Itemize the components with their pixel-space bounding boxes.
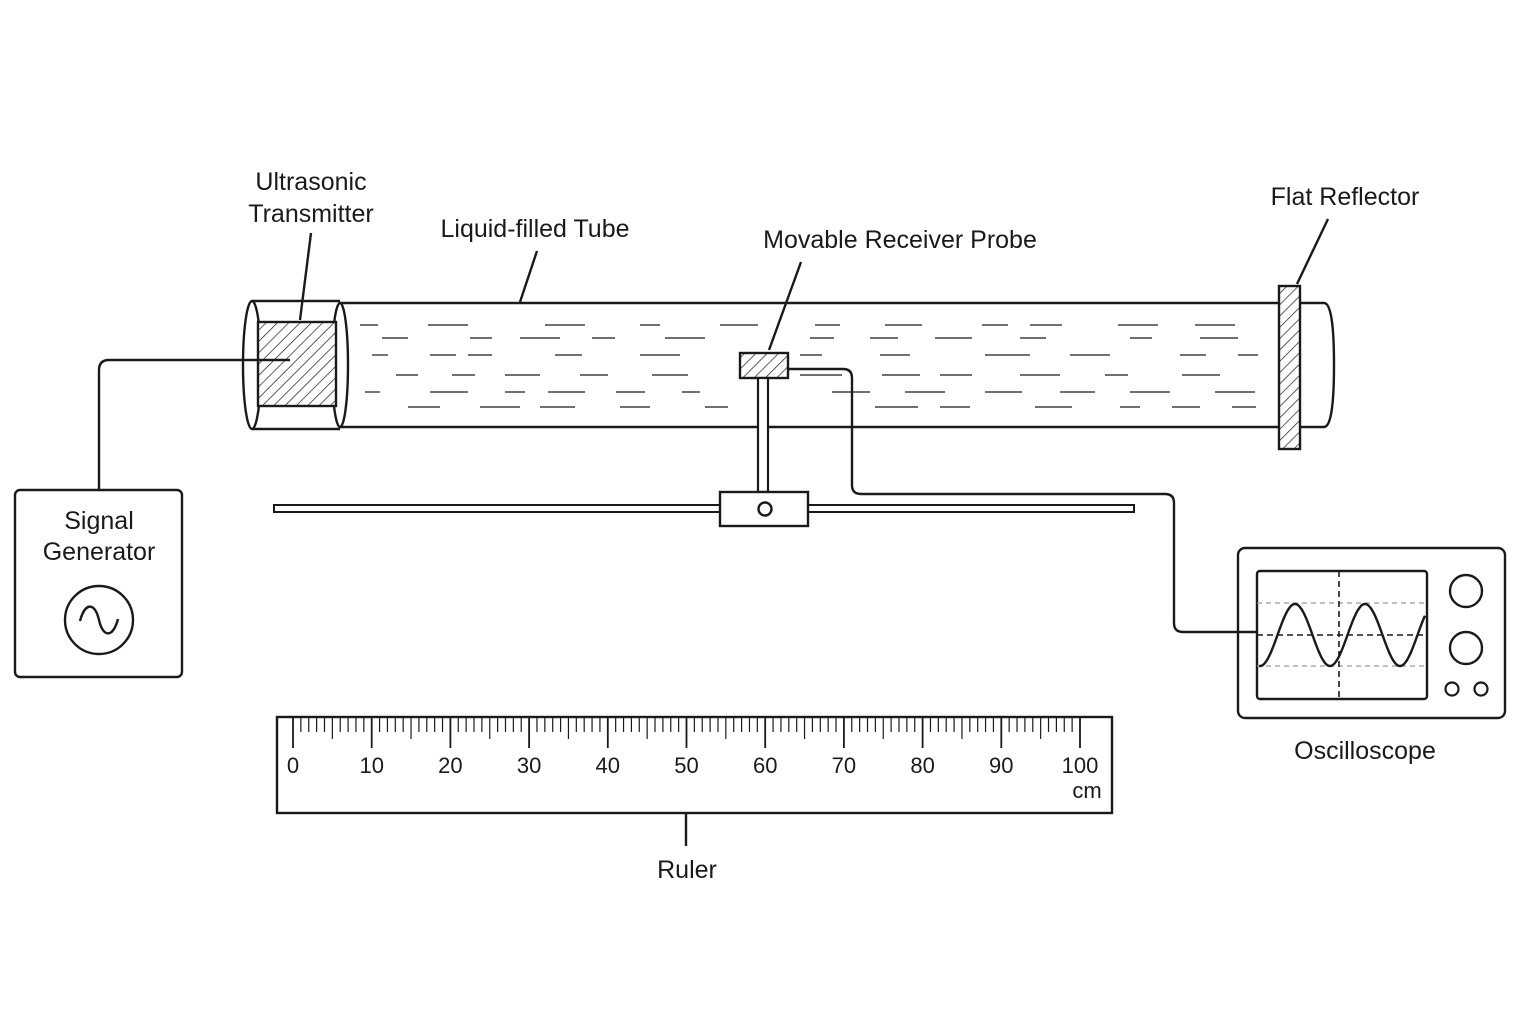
tube-leader-line bbox=[518, 250, 539, 303]
movable-receiver-probe bbox=[738, 351, 790, 494]
ruler-tick-label: 100 bbox=[1062, 753, 1099, 778]
generator-label-line2: Generator bbox=[43, 538, 156, 566]
signal-generator: Signal Generator bbox=[13, 488, 184, 679]
generator-to-transmitter-wire bbox=[97, 358, 290, 490]
probe-to-oscilloscope-wire bbox=[788, 367, 1257, 634]
reflector-leader-line bbox=[1295, 218, 1330, 285]
transmitter-element bbox=[256, 320, 338, 408]
ruler-tick-label: 10 bbox=[359, 753, 383, 778]
ruler-unit-label: cm bbox=[1072, 778, 1101, 803]
reflector-label: Flat Reflector bbox=[1271, 183, 1420, 211]
ruler-tick-label: 80 bbox=[910, 753, 934, 778]
ruler-tick-labels: 0 10 20 30 40 50 60 70 80 90 100 bbox=[287, 753, 1098, 778]
sine-wave-trace bbox=[1258, 602, 1427, 668]
probe-head bbox=[738, 351, 790, 380]
ruler-tick-label: 70 bbox=[832, 753, 856, 778]
ultrasonic-transmitter bbox=[241, 299, 340, 431]
transmitter-label-line1: Ultrasonic bbox=[255, 168, 366, 196]
carriage-screw bbox=[757, 501, 773, 517]
rail-bar bbox=[273, 504, 1135, 513]
ruler: 0 10 20 30 40 50 60 70 80 90 100 cm bbox=[275, 715, 1114, 815]
liquid-filled-tube bbox=[330, 301, 1336, 429]
ruler-tick-label: 50 bbox=[674, 753, 698, 778]
liquid-surface-marks bbox=[360, 324, 1258, 408]
ruler-tick-label: 0 bbox=[287, 753, 299, 778]
oscilloscope-knob-top[interactable] bbox=[1448, 573, 1484, 609]
ruler-tick-label: 40 bbox=[596, 753, 620, 778]
slide-rail bbox=[273, 490, 1135, 528]
ruler-label: Ruler bbox=[657, 856, 717, 884]
ruler-tick-label: 90 bbox=[989, 753, 1013, 778]
ruler-tick-label: 30 bbox=[517, 753, 541, 778]
tube-label: Liquid-filled Tube bbox=[440, 215, 629, 243]
oscilloscope-button-right[interactable] bbox=[1473, 681, 1489, 697]
generator-label-line1: Signal bbox=[64, 507, 134, 535]
tube-right-end bbox=[1296, 301, 1336, 429]
ruler-body bbox=[275, 715, 1114, 815]
transmitter-label-line2: Transmitter bbox=[248, 200, 373, 228]
transmitter-leader-line bbox=[298, 232, 313, 321]
probe-label: Movable Receiver Probe bbox=[763, 226, 1037, 254]
flat-reflector bbox=[1277, 284, 1302, 451]
ruler-tick-label: 20 bbox=[438, 753, 462, 778]
oscilloscope-label: Oscilloscope bbox=[1294, 737, 1436, 765]
probe-rod bbox=[756, 376, 770, 494]
sine-wave-icon bbox=[63, 584, 135, 656]
ruler-tick-label: 60 bbox=[753, 753, 777, 778]
ruler-ticks bbox=[292, 718, 1081, 748]
oscilloscope bbox=[1236, 546, 1507, 720]
probe-leader-line bbox=[767, 261, 803, 351]
oscilloscope-knob-middle[interactable] bbox=[1448, 630, 1484, 666]
oscilloscope-button-left[interactable] bbox=[1444, 681, 1460, 697]
